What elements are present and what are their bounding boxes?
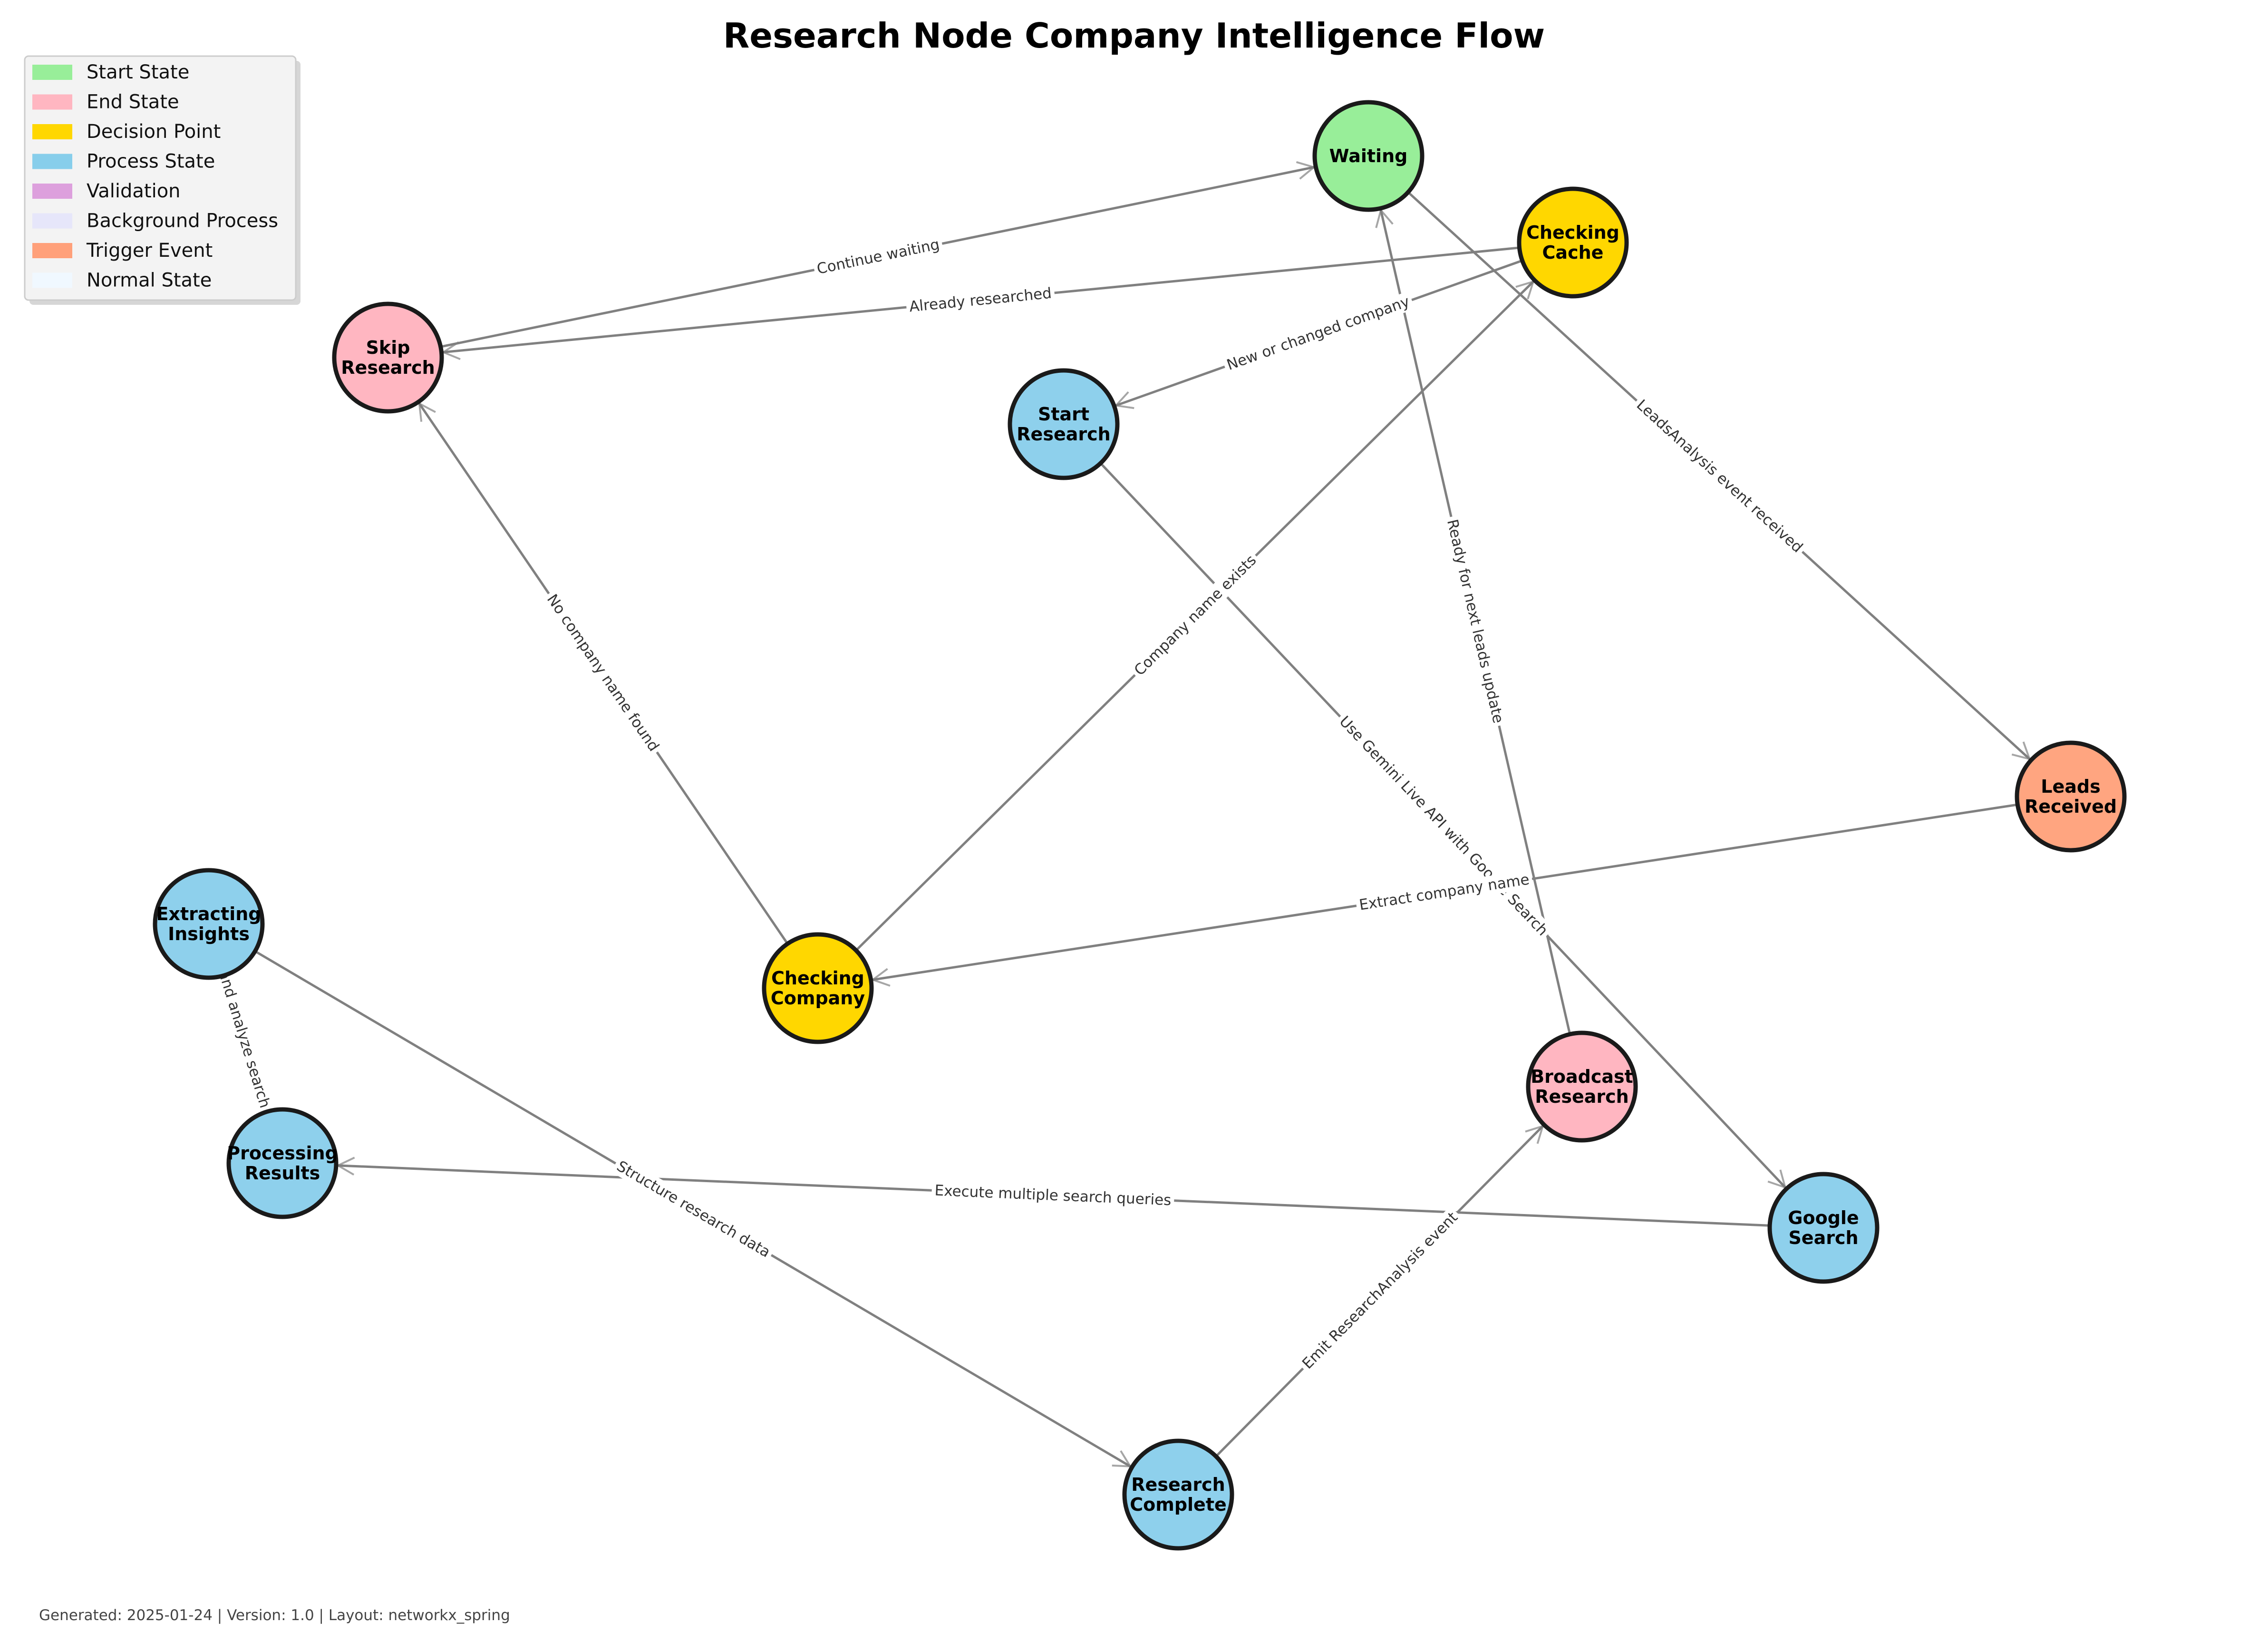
node-label: Insights [168,923,250,944]
edge-label-background [1442,515,1509,728]
node-label: Cache [1542,242,1604,263]
legend-swatch [32,154,72,169]
nodes-layer: WaitingCheckingCacheSkipResearchStartRes… [153,100,2127,1551]
node-waiting[interactable]: Waiting [1312,100,1425,212]
legend-label: Start State [87,61,189,83]
node-label: Research [1535,1086,1628,1107]
legend-label: End State [87,91,179,113]
legend-item: Decision Point [32,121,221,143]
node-label: Skip [366,337,410,358]
edge-label-background [611,1155,776,1263]
diagram-title: Research Node Company Intelligence Flow [723,16,1545,56]
legend-item: Start State [32,61,189,83]
edge-label-background [1128,549,1263,682]
edge-label-background [1221,291,1415,376]
node-circle [1526,1030,1638,1143]
legend-swatch [32,213,72,229]
legend-swatch [32,124,72,139]
legend-swatch [32,65,72,80]
node-circle [762,932,874,1044]
node-label: Research [1017,424,1110,445]
node-label: Checking [771,968,864,989]
legend-item: Normal State [32,270,212,291]
node-label: Research [1131,1474,1225,1495]
node-label: Google [1788,1207,1859,1228]
legend-item: End State [32,91,179,113]
legend-item: Process State [32,151,215,173]
node-label: Extracting [156,904,262,924]
legend-swatch [32,243,72,258]
footer-text: Generated: 2025-01-24 | Version: 1.0 | L… [39,1607,510,1624]
legend-item: Background Process [32,210,278,232]
node-label: Waiting [1329,146,1408,166]
node-circle [153,868,265,980]
legend-swatch [32,184,72,199]
edge-label-background [541,588,665,758]
legend-item: Validation [32,180,181,202]
legend-swatch [32,94,72,110]
node-label: Received [2025,796,2117,817]
legend-label: Validation [87,180,181,202]
node-label: Company [771,988,865,1009]
legend-label: Background Process [87,210,278,232]
node-label: Search [1788,1227,1858,1248]
legend-label: Normal State [87,270,212,291]
node-circle [1767,1172,1880,1284]
node-circle [226,1107,339,1219]
node-label: Start [1038,404,1089,425]
node-circle [2015,740,2127,853]
legend-swatch [32,272,72,288]
node-label: Complete [1130,1494,1227,1515]
edge-label-background [931,1181,1175,1210]
node-label: Checking [1526,222,1619,243]
node-label: Broadcast [1531,1066,1633,1087]
edge-label-background [1355,869,1534,915]
edge-label-background [1630,393,1809,559]
node-label: Leads [2041,776,2100,797]
edge-label-background [905,283,1056,317]
legend-label: Decision Point [87,121,221,143]
node-circle [1122,1438,1234,1551]
node-circle [1008,368,1120,480]
legend-label: Trigger Event [86,240,213,262]
legend-item: Trigger Event [32,240,213,262]
edge-label-background [1296,1206,1464,1375]
node-label: Processing [227,1143,338,1164]
legend-label: Process State [87,151,215,173]
node-label: Results [245,1163,320,1184]
edge-label-background [812,234,944,280]
node-circle [1312,100,1425,212]
edge-label-background [200,922,291,1165]
node-circle [1517,186,1629,299]
node-circle [332,301,444,414]
node-label: Research [341,357,435,378]
